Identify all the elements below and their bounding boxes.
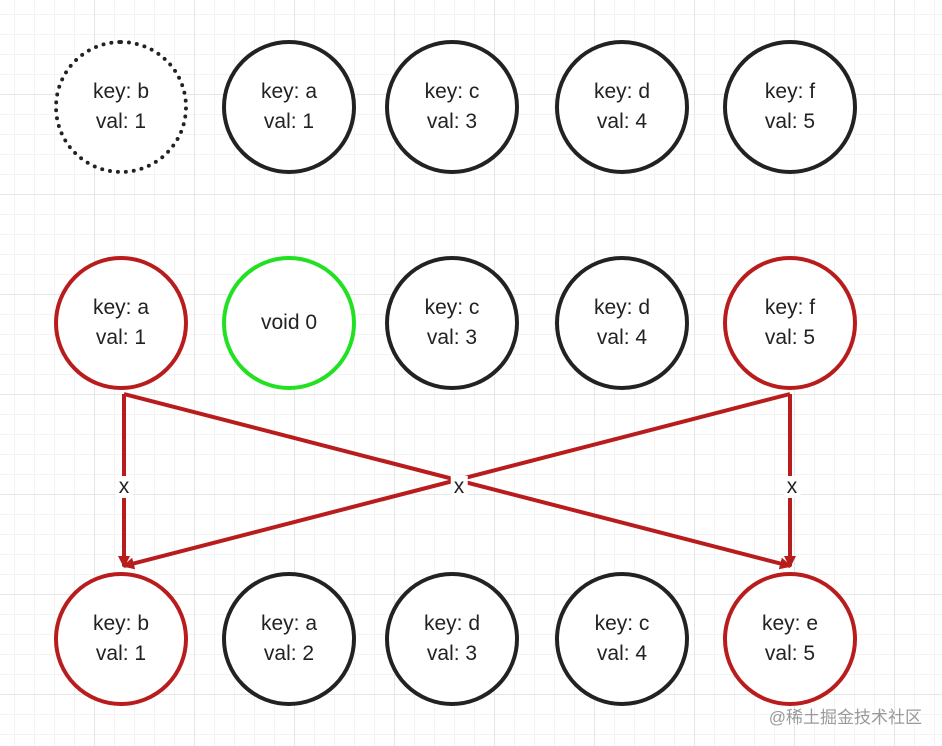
node-val: val: 3 — [426, 110, 478, 133]
node-val: val: 2 — [263, 642, 315, 665]
node-val: val: 4 — [596, 110, 648, 133]
watermark: @稀土掘金技术社区 — [768, 708, 922, 727]
node-val: val: 1 — [95, 642, 147, 665]
node-key: key: b — [92, 80, 150, 103]
node-val: val: 3 — [426, 642, 478, 665]
node-key: key: f — [764, 296, 816, 319]
node-row3-e: key: e val: 5 — [723, 572, 857, 706]
node-key: key: e — [761, 612, 819, 635]
node-key: key: b — [92, 612, 150, 635]
node-row3-b: key: b val: 1 — [54, 572, 188, 706]
node-row3-d: key: d val: 3 — [385, 572, 519, 706]
node-key: key: c — [594, 612, 650, 635]
node-val: val: 3 — [426, 326, 478, 349]
node-row1-d: key: d val: 4 — [555, 40, 689, 174]
node-row3-c: key: c val: 4 — [555, 572, 689, 706]
node-row2-d: key: d val: 4 — [555, 256, 689, 390]
node-row2-c: key: c val: 3 — [385, 256, 519, 390]
node-val: val: 5 — [764, 110, 816, 133]
node-key: key: f — [764, 80, 816, 103]
node-row1-c: key: c val: 3 — [385, 40, 519, 174]
node-row2-void: void 0 — [222, 256, 356, 390]
node-key: key: a — [92, 296, 150, 319]
node-key: key: c — [424, 80, 480, 103]
node-val: val: 4 — [596, 326, 648, 349]
node-key: key: d — [593, 80, 651, 103]
node-key: key: d — [593, 296, 651, 319]
node-val: val: 1 — [95, 110, 147, 133]
node-key: key: d — [423, 612, 481, 635]
node-row2-f: key: f val: 5 — [723, 256, 857, 390]
node-row1-f: key: f val: 5 — [723, 40, 857, 174]
node-val: val: 4 — [596, 642, 648, 665]
node-row3-a: key: a val: 2 — [222, 572, 356, 706]
node-row1-a: key: a val: 1 — [222, 40, 356, 174]
node-val: val: 1 — [263, 110, 315, 133]
node-label: void 0 — [260, 311, 318, 334]
node-row1-b: key: b val: 1 — [54, 40, 188, 174]
node-key: key: a — [260, 612, 318, 635]
node-val: val: 1 — [95, 326, 147, 349]
edge-label-cross: x — [450, 476, 468, 498]
node-val: val: 5 — [764, 642, 816, 665]
node-key: key: a — [260, 80, 318, 103]
edge-label-a-to-b: x — [115, 476, 133, 498]
edge-label-f-to-e: x — [783, 476, 801, 498]
node-val: val: 5 — [764, 326, 816, 349]
node-key: key: c — [424, 296, 480, 319]
node-row2-a: key: a val: 1 — [54, 256, 188, 390]
